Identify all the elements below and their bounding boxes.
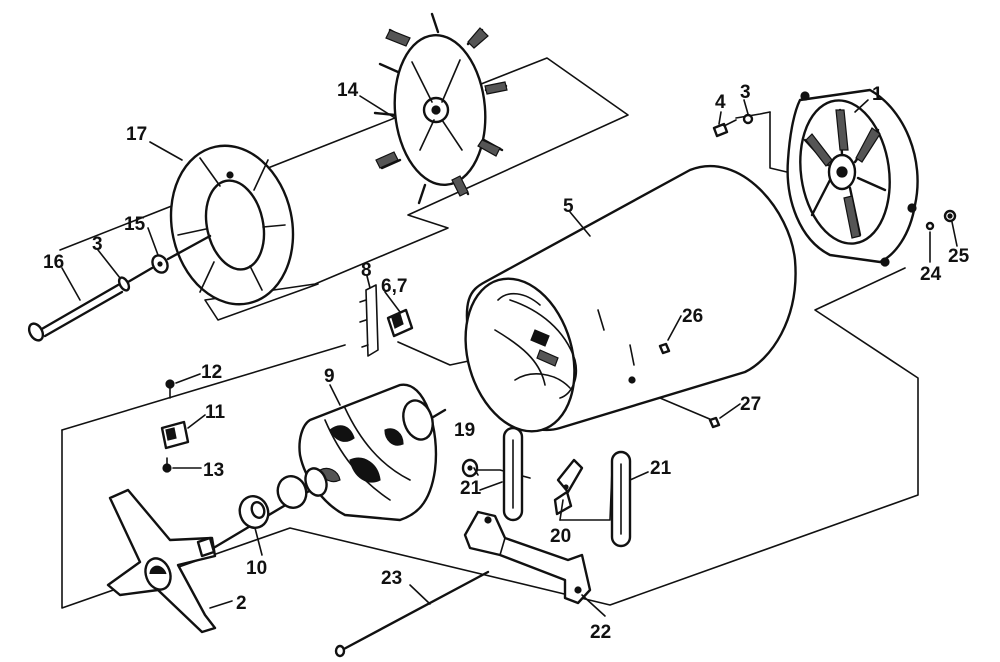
mounting-base (106, 488, 217, 634)
callout-14: 14 (337, 80, 359, 101)
callout-25: 25 (948, 246, 970, 267)
callout-16: 16 (43, 252, 64, 273)
through-bolt-assembly (27, 234, 212, 342)
clip (553, 458, 584, 516)
fan-blade (373, 12, 508, 205)
terminal-block (160, 379, 190, 473)
fan-shroud (169, 144, 295, 306)
bearing (238, 495, 270, 529)
rotor-armature (276, 383, 438, 522)
callout-12: 12 (201, 362, 222, 383)
callout-19: 19 (454, 420, 475, 441)
callout-3-bolt: 3 (92, 234, 103, 255)
callout-21-left: 21 (460, 478, 482, 499)
callout-labels: 1 2 3 3 4 5 6,7 8 9 10 11 12 13 14 15 16… (43, 80, 970, 643)
callout-13: 13 (203, 460, 224, 481)
callout-1: 1 (872, 84, 883, 105)
motor-housing (464, 164, 797, 433)
callout-8: 8 (361, 260, 372, 281)
callout-6-7: 6,7 (381, 276, 407, 297)
end-bell (786, 88, 919, 267)
bracket-lines (735, 111, 771, 119)
small-screws (628, 113, 957, 429)
callout-20: 20 (550, 526, 571, 547)
washer (461, 458, 479, 478)
callout-4: 4 (715, 92, 726, 113)
callout-23: 23 (381, 568, 402, 589)
callout-11: 11 (205, 402, 226, 423)
callout-leaders (61, 95, 958, 617)
callout-3-endbell: 3 (740, 82, 751, 103)
callout-17: 17 (126, 124, 147, 145)
callout-10: 10 (246, 558, 267, 579)
callout-15: 15 (124, 214, 146, 235)
mounting-straps (502, 426, 632, 548)
callout-24: 24 (920, 264, 942, 285)
callout-26: 26 (682, 306, 703, 327)
callout-21-right: 21 (650, 458, 672, 479)
base-bracket (463, 510, 592, 605)
callout-2: 2 (236, 593, 247, 614)
callout-27: 27 (740, 394, 761, 415)
callout-9: 9 (324, 366, 335, 387)
callout-5: 5 (563, 196, 574, 217)
callout-22: 22 (590, 622, 611, 643)
long-rod (334, 570, 490, 658)
